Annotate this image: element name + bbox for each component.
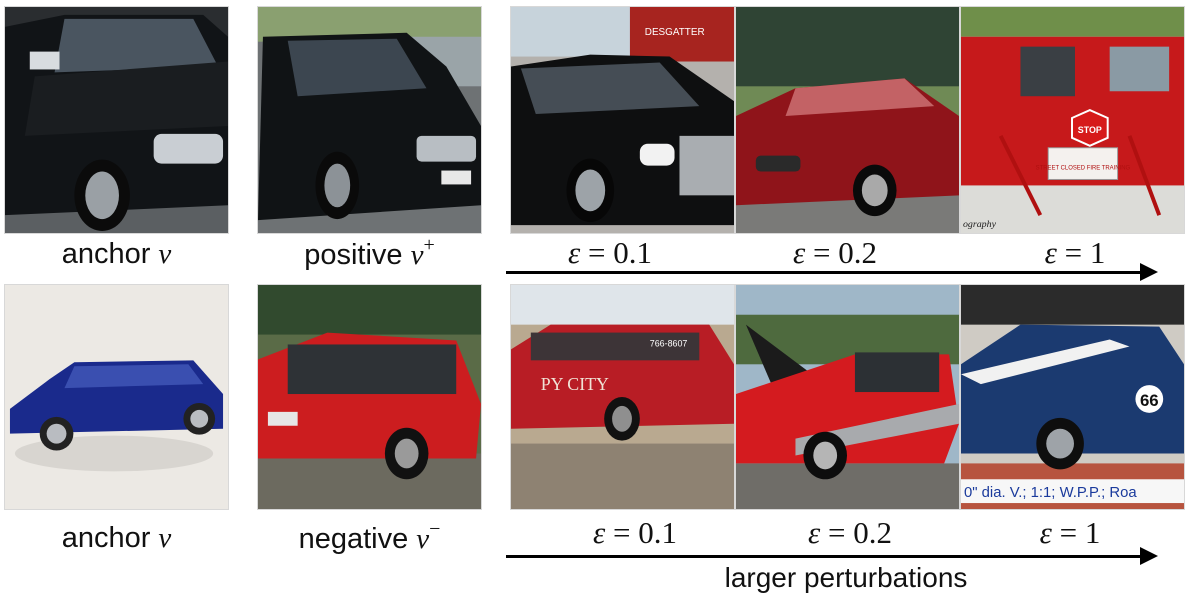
caption-positive-symbol: v bbox=[410, 239, 424, 271]
racing-number-text: 66 bbox=[1140, 391, 1159, 410]
epsilon-row2-3: ε = 1 bbox=[970, 515, 1170, 551]
model-caption-text: 0" dia. V.; 1:1; W.P.P.; Roa bbox=[964, 485, 1137, 501]
epsilon-symbol: ε bbox=[793, 235, 806, 270]
epsilon-value: = 0.2 bbox=[827, 515, 892, 550]
watermark-text: ography bbox=[963, 219, 997, 230]
perturbed-image-black-sedan: DESGATTER bbox=[510, 6, 735, 234]
perturbed-image-red-pickup bbox=[735, 284, 960, 510]
epsilon-row2-2: ε = 0.2 bbox=[750, 515, 950, 551]
perturbed-image-red-convertible bbox=[735, 6, 960, 234]
epsilon-value: = 0.1 bbox=[587, 235, 652, 270]
caption-negative-sup: − bbox=[429, 518, 441, 540]
arrow-label: larger perturbations bbox=[506, 562, 1186, 594]
epsilon-value: = 0.1 bbox=[612, 515, 677, 550]
limo-plate-text: 766-8607 bbox=[650, 338, 688, 348]
epsilon-symbol: ε bbox=[568, 235, 581, 270]
epsilon-value: = 1 bbox=[1064, 235, 1106, 270]
arrow-row2 bbox=[506, 547, 1158, 565]
caption-positive-label: positive bbox=[304, 239, 403, 271]
caption-anchor-row1-label: anchor bbox=[61, 238, 151, 270]
negative-image-red-wagon bbox=[257, 284, 482, 510]
caption-anchor-row1-symbol: v bbox=[158, 238, 172, 270]
caption-anchor-row2-symbol: v bbox=[158, 522, 172, 554]
caption-anchor-row1: anchor v bbox=[4, 238, 229, 271]
epsilon-value: = 1 bbox=[1059, 515, 1101, 550]
epsilon-symbol: ε bbox=[808, 515, 821, 550]
positive-image-black-wagon bbox=[257, 6, 482, 234]
street-sign-text: STREET CLOSED FIRE TRAINING bbox=[1036, 166, 1131, 172]
caption-negative-symbol: v bbox=[416, 523, 430, 555]
epsilon-row1-2: ε = 0.2 bbox=[735, 235, 935, 271]
fire-truck-text: DESGATTER bbox=[645, 27, 705, 38]
arrow-row1 bbox=[506, 263, 1158, 281]
caption-positive-sup: + bbox=[423, 234, 435, 256]
caption-negative-label: negative bbox=[298, 523, 409, 555]
epsilon-value: = 0.2 bbox=[812, 235, 877, 270]
caption-positive: positive v+ bbox=[257, 234, 482, 272]
arrow-label-text: larger perturbations bbox=[724, 562, 968, 593]
epsilon-symbol: ε bbox=[593, 515, 606, 550]
caption-anchor-row2-label: anchor bbox=[61, 522, 151, 554]
perturbed-image-red-limo: PY CITY 766-8607 bbox=[510, 284, 735, 510]
epsilon-row1-3: ε = 1 bbox=[975, 235, 1175, 271]
epsilon-row1-1: ε = 0.1 bbox=[510, 235, 710, 271]
epsilon-symbol: ε bbox=[1044, 235, 1057, 270]
perturbed-image-fire-truck: STOP STREET CLOSED FIRE TRAINING ography bbox=[960, 6, 1185, 234]
epsilon-row2-1: ε = 0.1 bbox=[535, 515, 735, 551]
caption-negative: negative v− bbox=[257, 518, 482, 556]
anchor-image-black-car bbox=[4, 6, 229, 234]
epsilon-symbol: ε bbox=[1039, 515, 1052, 550]
perturbed-image-blue-racer: 66 0" dia. V.; 1:1; W.P.P.; Roa bbox=[960, 284, 1185, 510]
stop-sign-text: STOP bbox=[1078, 125, 1102, 135]
caption-anchor-row2: anchor v bbox=[4, 522, 229, 555]
anchor-image-blue-toy-car bbox=[4, 284, 229, 510]
limo-side-text: PY CITY bbox=[541, 374, 609, 394]
